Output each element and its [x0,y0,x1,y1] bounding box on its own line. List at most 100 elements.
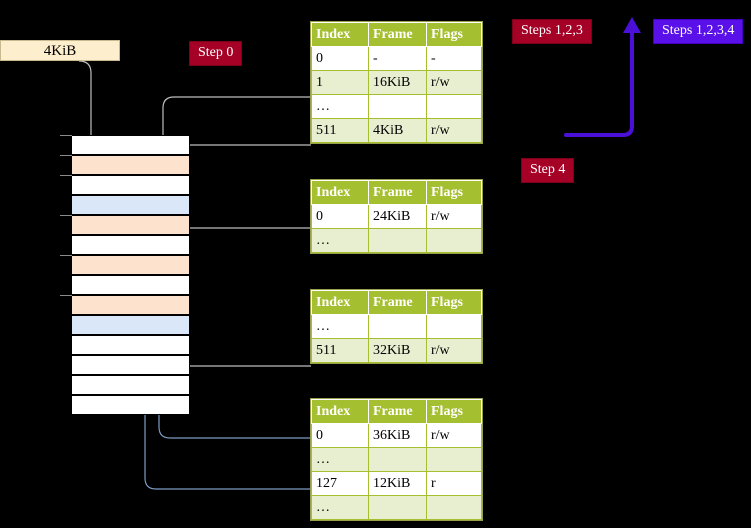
column-header-frame: Frame [368,180,427,205]
memory-tick [60,135,72,136]
column-header-index: Index [311,180,369,205]
memory-tick [60,215,72,216]
wire-pd-row511 [174,318,311,367]
cell-index: 511 [311,118,369,143]
cell-frame: 32KiB [368,338,427,363]
cell-flags [426,447,482,472]
table-header-row: Index Frame Flags [311,180,482,205]
table-row: … [311,447,482,472]
wire-size-to-frame [78,60,92,154]
table-row: 511 32KiB r/w [311,338,482,363]
cell-flags: - [426,46,482,71]
physical-memory-column [71,135,190,415]
table-row: 1 16KiB r/w [311,70,482,95]
table-row: 511 4KiB r/w [311,118,482,143]
column-header-flags: Flags [426,22,482,47]
table-row: … [311,94,482,119]
memory-frame [71,315,190,335]
memory-frame [71,395,190,415]
cell-flags [426,314,482,339]
badge-steps-1234: Steps 1,2,3,4 [653,19,744,44]
cell-flags: r/w [426,70,482,95]
cell-frame: - [368,46,427,71]
table-header-row: Index Frame Flags [311,22,482,47]
memory-tick [60,255,72,256]
column-header-flags: Flags [426,180,482,205]
cell-flags [426,228,482,253]
cell-frame [368,447,427,472]
cell-index: … [311,447,369,472]
cell-flags: r/w [426,338,482,363]
cell-frame: 4KiB [368,118,427,143]
memory-frame [71,175,190,195]
cell-frame: 36KiB [368,423,427,448]
memory-frame [71,235,190,255]
wire-pt-row127 [144,336,311,490]
wire-pml4-row1 [162,96,311,231]
table-row: … [311,228,482,253]
column-header-index: Index [311,290,369,315]
cell-frame: 24KiB [368,204,427,229]
table-row: … [311,314,482,339]
cell-index: … [311,94,369,119]
cell-index: … [311,495,369,520]
memory-frame [71,295,190,315]
cell-frame [368,228,427,253]
page-table-pt: Index Frame Flags 0 36KiB r/w … 127 12Ki… [310,398,483,521]
table-header-row: Index Frame Flags [311,290,482,315]
memory-frame [71,355,190,375]
big-loop-arrow [564,31,634,137]
memory-frame [71,255,190,275]
table-row: 0 36KiB r/w [311,423,482,448]
page-table-pml4: Index Frame Flags 0 - - 1 16KiB r/w … 51… [310,21,483,144]
memory-frame [71,155,190,175]
cell-flags [426,94,482,119]
page-table-pdpt: Index Frame Flags 0 24KiB r/w … [310,179,483,254]
frame-size-box: 4KiB [0,40,120,61]
table-header-row: Index Frame Flags [311,399,482,424]
memory-frame [71,335,190,355]
cell-index: 1 [311,70,369,95]
cell-index: … [311,314,369,339]
memory-tick [60,155,72,156]
cell-index: 0 [311,46,369,71]
cell-flags [426,495,482,520]
page-table-pd: Index Frame Flags … 511 32KiB r/w [310,289,483,364]
cell-frame: 12KiB [368,471,427,496]
cell-index: 0 [311,423,369,448]
column-header-flags: Flags [426,399,482,424]
cell-frame [368,94,427,119]
cell-frame [368,314,427,339]
memory-frame [71,275,190,295]
memory-frame [71,375,190,395]
big-loop-arrowhead [623,17,641,33]
cell-index: … [311,228,369,253]
column-header-frame: Frame [368,290,427,315]
cell-index: 511 [311,338,369,363]
cell-frame [368,495,427,520]
cell-flags: r [426,471,482,496]
wire-pml4-row511 [174,144,311,157]
memory-tick [60,295,72,296]
cell-flags: r/w [426,118,482,143]
table-row: 0 - - [311,46,482,71]
column-header-index: Index [311,22,369,47]
wire-pt-row0 [158,212,311,439]
cell-frame: 16KiB [368,70,427,95]
cell-flags: r/w [426,423,482,448]
memory-frame [71,215,190,235]
column-header-frame: Frame [368,399,427,424]
wire-pdpt-row0 [174,227,311,253]
memory-tick [60,175,72,176]
cell-index: 127 [311,471,369,496]
cell-flags: r/w [426,204,482,229]
table-row: 127 12KiB r [311,471,482,496]
cell-index: 0 [311,204,369,229]
badge-step-0: Step 0 [189,41,243,66]
column-header-flags: Flags [426,290,482,315]
badge-step-4: Step 4 [521,158,575,183]
table-row: 0 24KiB r/w [311,204,482,229]
column-header-index: Index [311,399,369,424]
column-header-frame: Frame [368,22,427,47]
